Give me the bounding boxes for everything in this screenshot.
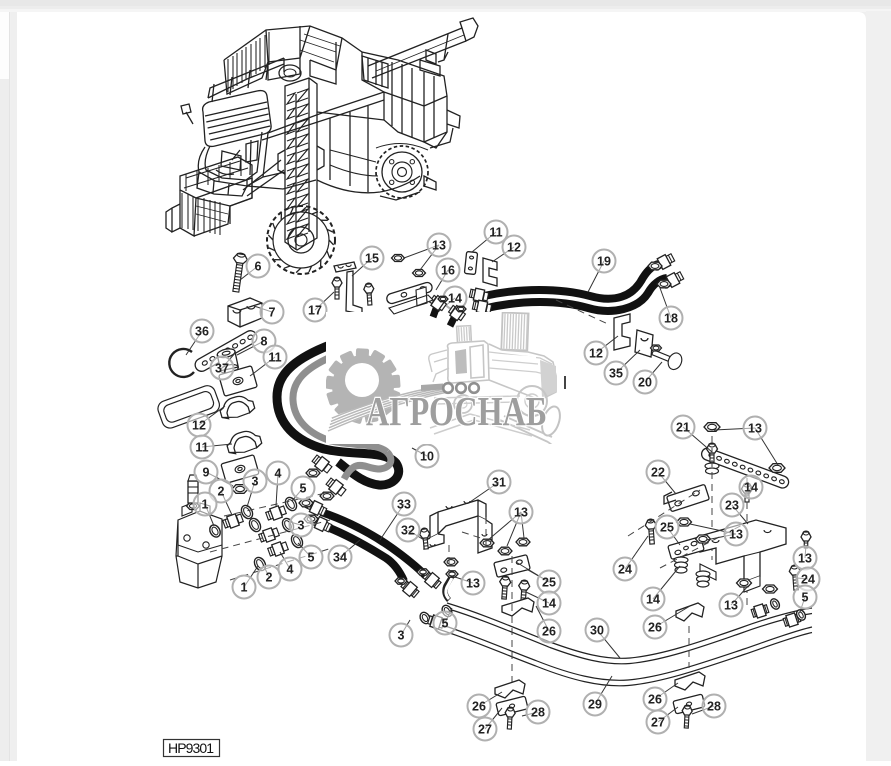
svg-text:3: 3 xyxy=(298,519,305,533)
svg-text:13: 13 xyxy=(748,422,762,436)
svg-text:13: 13 xyxy=(466,577,480,591)
svg-text:25: 25 xyxy=(660,521,674,535)
svg-text:21: 21 xyxy=(676,421,690,435)
svg-text:24: 24 xyxy=(801,573,815,587)
svg-text:5: 5 xyxy=(442,617,449,631)
svg-text:13: 13 xyxy=(798,552,812,566)
svg-text:HP9301: HP9301 xyxy=(168,740,214,756)
svg-text:12: 12 xyxy=(192,419,206,433)
svg-text:13: 13 xyxy=(514,506,528,520)
svg-text:4: 4 xyxy=(287,563,294,577)
svg-text:9: 9 xyxy=(203,466,210,480)
svg-text:18: 18 xyxy=(664,312,678,326)
svg-text:1: 1 xyxy=(202,498,209,512)
svg-text:3: 3 xyxy=(398,629,405,643)
svg-text:26: 26 xyxy=(648,621,662,635)
svg-text:11: 11 xyxy=(268,351,281,365)
svg-text:34: 34 xyxy=(333,551,347,565)
svg-text:3: 3 xyxy=(252,475,259,489)
svg-text:14: 14 xyxy=(448,292,462,306)
svg-text:31: 31 xyxy=(492,476,506,490)
svg-text:30: 30 xyxy=(590,624,604,638)
svg-text:17: 17 xyxy=(308,304,322,318)
svg-text:29: 29 xyxy=(588,698,602,712)
svg-text:13: 13 xyxy=(432,239,446,253)
svg-text:2: 2 xyxy=(218,485,225,499)
svg-text:23: 23 xyxy=(725,499,739,513)
svg-text:26: 26 xyxy=(648,693,662,707)
svg-text:33: 33 xyxy=(397,498,411,512)
svg-text:6: 6 xyxy=(255,260,262,274)
svg-text:14: 14 xyxy=(646,593,660,607)
svg-text:36: 36 xyxy=(195,325,209,339)
svg-text:37: 37 xyxy=(215,362,229,376)
svg-text:24: 24 xyxy=(618,563,632,577)
svg-text:15: 15 xyxy=(365,252,379,266)
svg-text:27: 27 xyxy=(478,723,492,737)
svg-text:4: 4 xyxy=(275,467,282,481)
svg-text:13: 13 xyxy=(729,528,743,542)
svg-text:5: 5 xyxy=(300,482,307,496)
svg-text:2: 2 xyxy=(266,571,273,585)
svg-text:25: 25 xyxy=(542,576,556,590)
svg-text:27: 27 xyxy=(651,716,665,730)
svg-text:26: 26 xyxy=(472,700,486,714)
svg-text:28: 28 xyxy=(531,706,545,720)
svg-text:12: 12 xyxy=(589,347,603,361)
svg-text:14: 14 xyxy=(744,481,758,495)
svg-text:14: 14 xyxy=(542,597,556,611)
svg-text:28: 28 xyxy=(707,700,721,714)
svg-text:5: 5 xyxy=(308,551,315,565)
svg-text:20: 20 xyxy=(638,376,652,390)
svg-text:8: 8 xyxy=(261,335,268,349)
svg-text:11: 11 xyxy=(195,441,208,455)
svg-text:16: 16 xyxy=(441,264,455,278)
svg-text:19: 19 xyxy=(597,255,611,269)
svg-text:12: 12 xyxy=(507,241,521,255)
svg-text:13: 13 xyxy=(724,599,738,613)
svg-text:26: 26 xyxy=(542,625,556,639)
svg-text:22: 22 xyxy=(651,466,665,480)
svg-text:10: 10 xyxy=(420,450,434,464)
svg-text:32: 32 xyxy=(401,524,415,538)
svg-text:11: 11 xyxy=(489,226,502,240)
svg-text:35: 35 xyxy=(609,367,623,381)
svg-text:7: 7 xyxy=(269,306,276,320)
svg-text:АГРОСНАБ: АГРОСНАБ xyxy=(366,388,547,434)
svg-text:5: 5 xyxy=(802,591,809,605)
svg-text:1: 1 xyxy=(241,581,248,595)
